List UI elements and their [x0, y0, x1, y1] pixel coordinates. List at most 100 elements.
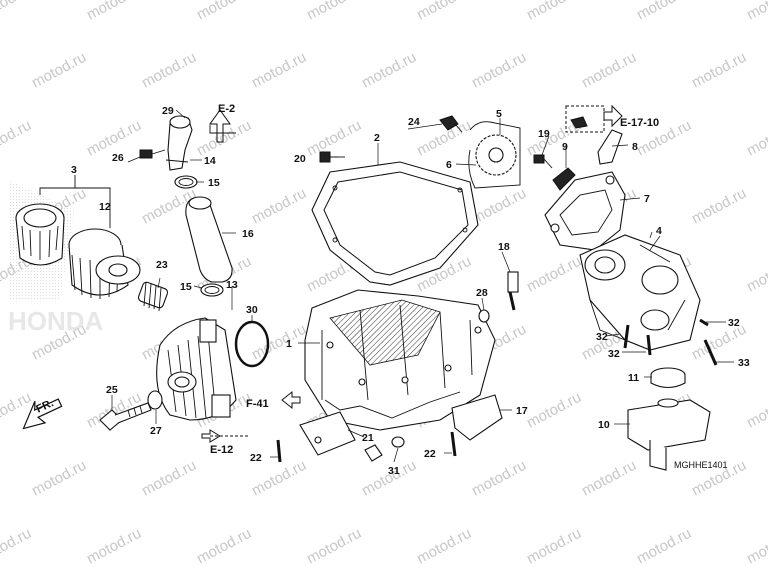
- watermark-text: motod.ru: [249, 185, 309, 228]
- callout-31: 31: [388, 465, 400, 477]
- part-sprocket: [468, 121, 521, 189]
- watermark-text: motod.ru: [414, 525, 474, 568]
- ref-e2: E-2: [218, 103, 235, 115]
- part-bracket-21: [299, 411, 356, 456]
- watermark-text: motod.ru: [414, 0, 474, 24]
- callout-16: 16: [242, 228, 254, 240]
- callout-23: 23: [156, 259, 168, 271]
- callout-15b: 15: [180, 281, 192, 293]
- watermark-text: motod.ru: [84, 0, 144, 24]
- part-bolt-32c: [699, 318, 709, 327]
- part-sensor-18: [507, 271, 519, 311]
- callout-24: 24: [408, 116, 420, 128]
- leader-3-12: [39, 175, 111, 228]
- callout-6: 6: [446, 159, 452, 171]
- part-bracket-17: [451, 394, 503, 441]
- callout-26: 26: [112, 152, 124, 164]
- part-oil-pump: [579, 234, 701, 351]
- part-oil-pan: [304, 289, 496, 431]
- watermark-text: motod.ru: [524, 253, 584, 296]
- part-bolt-e17: [570, 116, 588, 129]
- watermark-text: motod.ru: [139, 49, 199, 92]
- watermark-text: motod.ru: [0, 389, 34, 432]
- part-hose-fitting: [165, 115, 193, 171]
- part-guide-9: [552, 167, 576, 191]
- callout-32b: 32: [608, 348, 620, 360]
- ref-e2-arrow: [209, 109, 236, 143]
- callout-2: 2: [374, 132, 380, 144]
- watermark-text: motod.ru: [194, 525, 254, 568]
- part-oil-filter: [68, 228, 141, 299]
- watermark-text: motod.ru: [359, 49, 419, 92]
- watermark-text: motod.ru: [0, 117, 34, 160]
- part-drain-bolt-31: [364, 436, 405, 462]
- watermark-text: motod.ru: [139, 457, 199, 500]
- watermark-text: motod.ru: [469, 49, 529, 92]
- watermark-text: motod.ru: [744, 389, 768, 432]
- part-clamp-15a: [174, 175, 198, 189]
- part-seal-11: [650, 367, 686, 389]
- callout-30: 30: [246, 304, 258, 316]
- callout-33: 33: [738, 357, 750, 369]
- watermark-text: motod.ru: [249, 321, 309, 364]
- ref-e12: E-12: [210, 444, 233, 456]
- leader-lines: [111, 109, 734, 463]
- callout-32c: 32: [728, 317, 740, 329]
- watermark-text: motod.ru: [194, 117, 254, 160]
- callout-18: 18: [498, 241, 510, 253]
- watermark-text: motod.ru: [304, 0, 364, 24]
- watermark-text: motod.ru: [29, 49, 89, 92]
- part-bolt-22b: [450, 431, 457, 457]
- part-clamp-15b: [200, 283, 224, 297]
- callout-12: 12: [99, 201, 111, 213]
- watermark-text: motod.ru: [0, 0, 34, 24]
- callout-29: 29: [162, 105, 174, 117]
- watermark-text: motod.ru: [359, 457, 419, 500]
- part-bolt-32a: [623, 324, 630, 349]
- watermark-text: motod.ru: [29, 457, 89, 500]
- ref-e17-arrow: [603, 104, 623, 128]
- part-oil-cooler: [156, 317, 237, 421]
- part-strainer-10: [627, 398, 711, 471]
- watermark-text: motod.ru: [524, 0, 584, 24]
- callout-1: 1: [286, 338, 292, 350]
- callout-10: 10: [598, 419, 610, 431]
- callout-32a: 32: [596, 331, 608, 343]
- ref-e17-10: E-17-10: [620, 117, 659, 129]
- callout-20: 20: [294, 153, 306, 165]
- watermark-text: motod.ru: [744, 0, 768, 24]
- watermark-text: motod.ru: [579, 49, 639, 92]
- watermark-text: motod.ru: [304, 117, 364, 160]
- watermark-text: motod.ru: [579, 457, 639, 500]
- part-washer-27: [147, 390, 163, 410]
- watermark-text: motod.ru: [194, 0, 254, 24]
- part-bolt-32b: [646, 334, 652, 356]
- part-bolt-26: [139, 149, 166, 159]
- part-lever-8: [597, 129, 623, 165]
- watermark-text: motod.ru: [689, 49, 749, 92]
- part-bolt-19: [533, 154, 553, 169]
- part-gasket: [311, 161, 479, 286]
- part-bolt-22a: [276, 439, 282, 463]
- part-filter-housing: [15, 203, 65, 266]
- callout-22a: 22: [250, 452, 262, 464]
- callout-7: 7: [644, 193, 650, 205]
- part-bolt-24: [439, 115, 463, 133]
- watermark-text: motod.ru: [304, 525, 364, 568]
- callout-22b: 22: [424, 448, 436, 460]
- callout-8: 8: [632, 141, 638, 153]
- callout-21: 21: [362, 432, 374, 444]
- callout-15a: 15: [208, 177, 220, 189]
- watermark-text: motod.ru: [0, 525, 34, 568]
- watermark-text: motod.ru: [469, 185, 529, 228]
- callout-19: 19: [538, 128, 550, 140]
- ref-e12-arrow: [201, 429, 250, 443]
- callout-17: 17: [516, 405, 528, 417]
- callout-14: 14: [204, 155, 216, 167]
- callout-5: 5: [496, 108, 502, 120]
- watermark-text: motod.ru: [634, 0, 694, 24]
- watermark-text: motod.ru: [524, 525, 584, 568]
- ref-f41-arrow: [281, 390, 301, 410]
